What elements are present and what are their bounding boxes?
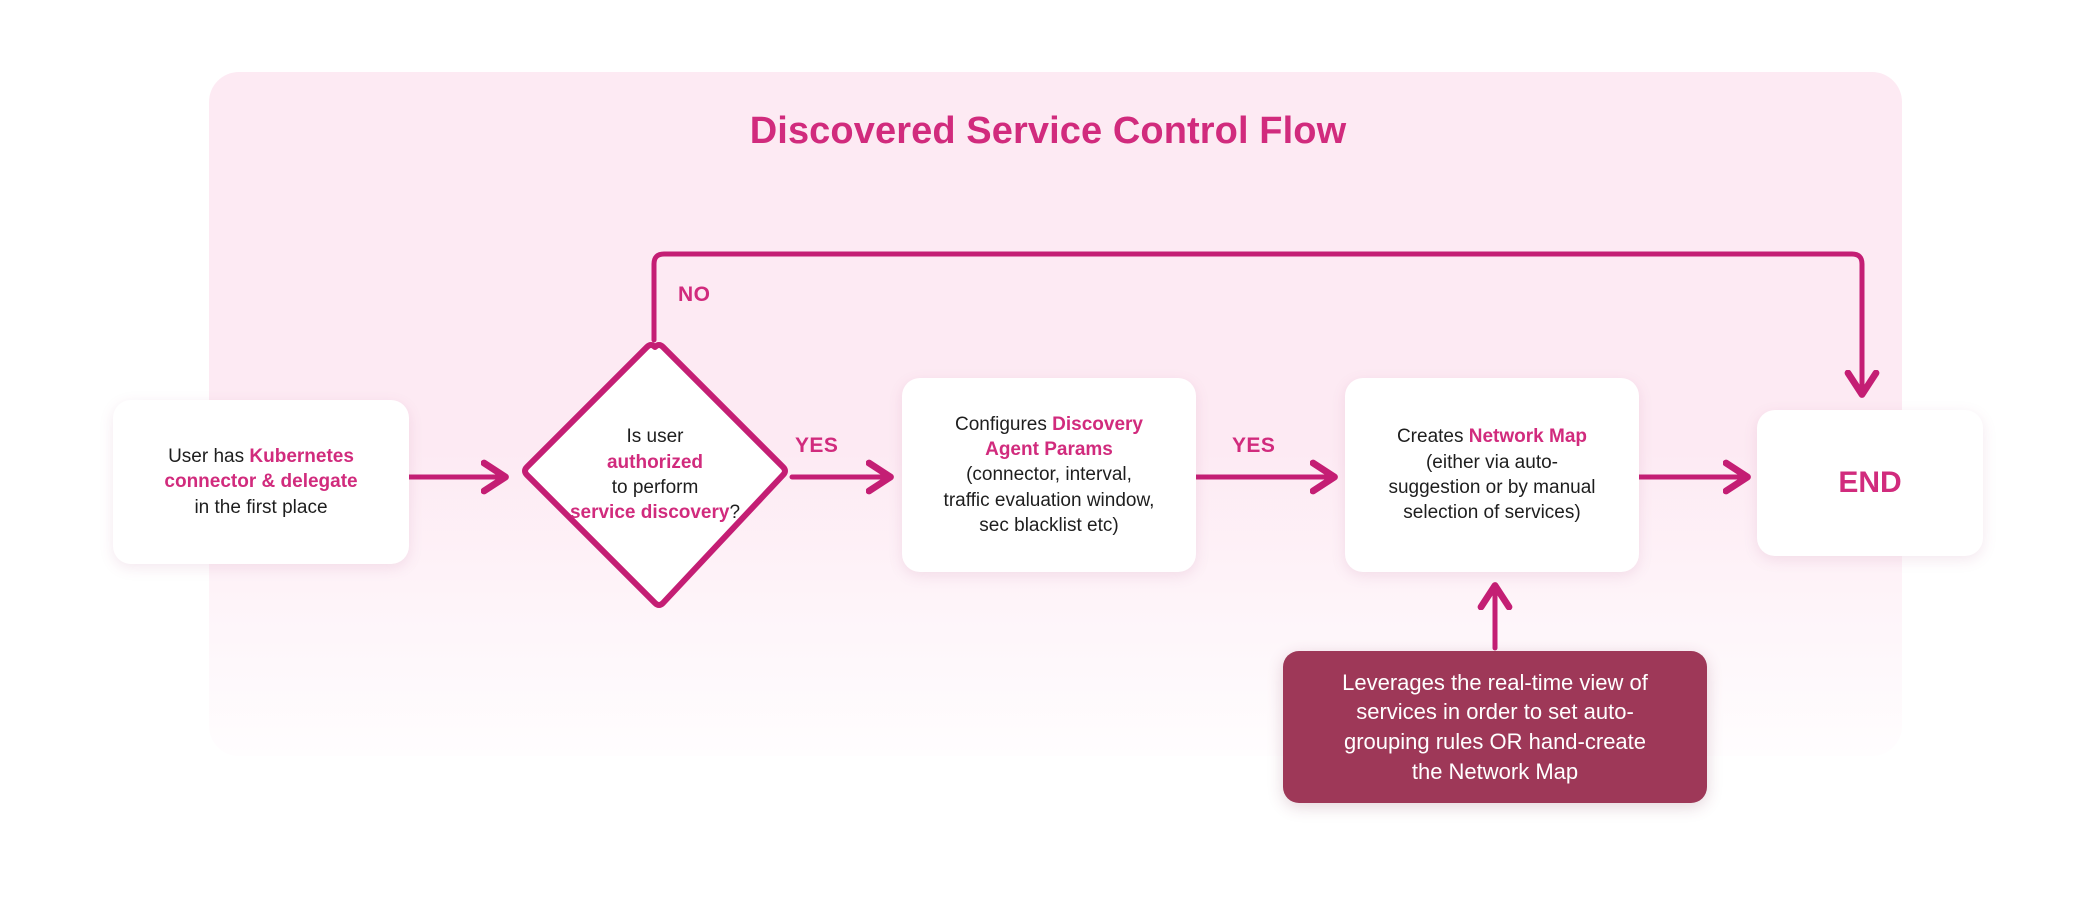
end-box-label: END bbox=[1838, 466, 1902, 500]
decision-line4-highlight: service discovery bbox=[569, 502, 730, 524]
config-line1-plain: Configures bbox=[954, 413, 1053, 435]
end-box[interactable]: END bbox=[1757, 410, 1983, 556]
start-line1-plain: User has bbox=[168, 446, 250, 468]
config-line1-highlight: Discovery bbox=[1052, 413, 1143, 435]
decision-text: Is user authorized to perform service di… bbox=[520, 338, 790, 612]
config-line2-highlight: Agent Params bbox=[985, 439, 1113, 461]
decision-diamond[interactable]: Is user authorized to perform service di… bbox=[518, 338, 792, 612]
decision-line1: Is user bbox=[626, 426, 684, 448]
note-card[interactable]: Leverages the real-time view of services… bbox=[1283, 651, 1707, 803]
edge-label-yes-2: YES bbox=[1232, 434, 1276, 457]
create-network-map-text: Creates Network Map (either via auto- su… bbox=[1388, 424, 1595, 525]
start-line3: in the first place bbox=[194, 496, 328, 518]
netmap-line2: (either via auto- bbox=[1425, 451, 1558, 473]
edge-label-no: NO bbox=[678, 283, 711, 306]
note-line4: the Network Map bbox=[1411, 758, 1579, 784]
netmap-line1-plain: Creates bbox=[1396, 426, 1469, 448]
create-network-map-box[interactable]: Creates Network Map (either via auto- su… bbox=[1345, 378, 1639, 572]
config-line5: sec blacklist etc) bbox=[979, 514, 1119, 536]
edge-label-yes-1: YES bbox=[795, 434, 839, 457]
config-line4: traffic evaluation window, bbox=[943, 489, 1155, 511]
decision-line3: to perform bbox=[611, 477, 699, 498]
start-line2-highlight: connector & delegate bbox=[164, 471, 358, 493]
netmap-line4: selection of services) bbox=[1403, 502, 1581, 524]
diamond-shape-icon bbox=[522, 342, 788, 608]
decision-line4-suffix: ? bbox=[729, 502, 741, 524]
note-card-text: Leverages the real-time view of services… bbox=[1342, 668, 1648, 787]
netmap-line3: suggestion or by manual bbox=[1388, 477, 1596, 498]
start-box[interactable]: User has Kubernetes connector & delegate… bbox=[113, 400, 409, 564]
note-line2: services in order to set auto- bbox=[1356, 699, 1634, 725]
note-line1: Leverages the real-time view of bbox=[1342, 669, 1648, 695]
configure-params-box[interactable]: Configures Discovery Agent Params (conne… bbox=[902, 378, 1196, 572]
netmap-line1-highlight: Network Map bbox=[1468, 426, 1588, 448]
note-line3: grouping rules OR hand-create bbox=[1343, 729, 1647, 754]
start-line1-highlight: Kubernetes bbox=[249, 446, 354, 468]
decision-line2-highlight: authorized bbox=[606, 451, 704, 473]
configure-params-text: Configures Discovery Agent Params (conne… bbox=[944, 412, 1155, 538]
start-box-text: User has Kubernetes connector & delegate… bbox=[164, 444, 357, 520]
config-line3: (connector, interval, bbox=[966, 464, 1132, 486]
page-title: Discovered Service Control Flow bbox=[749, 110, 1347, 152]
